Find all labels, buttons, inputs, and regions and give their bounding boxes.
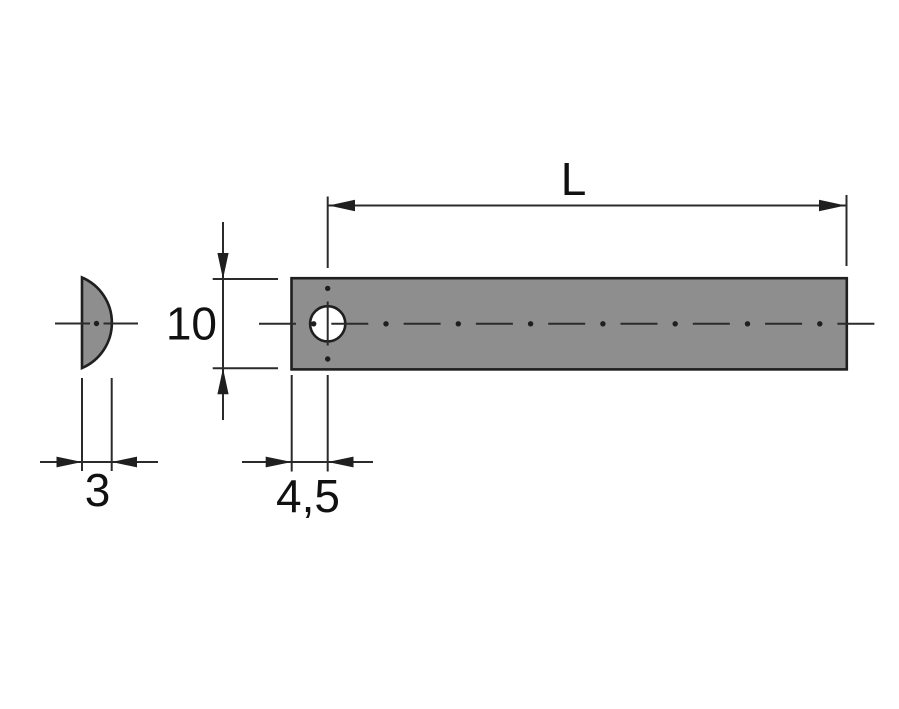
offset-arrow-right-icon	[327, 456, 354, 468]
height-arrow-bottom-icon	[217, 368, 229, 395]
centerline-dot-1	[311, 321, 317, 327]
thickness-arrow-right-icon	[111, 456, 137, 468]
dimension-bar-length: L	[326, 153, 848, 268]
side-view-half-round-profile	[55, 275, 138, 370]
hole-centerline-dot-top	[325, 285, 331, 292]
height-arrow-top-icon	[217, 253, 229, 279]
length-arrow-right-icon	[819, 199, 846, 212]
dimension-profile-thickness: 3	[40, 378, 158, 516]
dimension-hole-offset: 4,5	[242, 375, 373, 522]
thickness-dimension-label: 3	[85, 464, 111, 516]
hole-centerline-dot-bottom	[325, 356, 331, 362]
height-dimension-label: 10	[166, 298, 217, 350]
main-view-bar	[259, 276, 875, 371]
centerline-dot-7	[744, 321, 751, 327]
centerline-dot-4	[527, 321, 534, 327]
dimension-profile-height: 10	[166, 222, 278, 420]
offset-dimension-label: 4,5	[276, 470, 340, 522]
centerline-dot-8	[817, 321, 823, 327]
centerline-dot-6	[672, 321, 678, 327]
side-view-center-dot	[93, 320, 100, 327]
thickness-arrow-left-icon	[56, 456, 82, 468]
centerline-dot-3	[455, 321, 461, 327]
length-dimension-label: L	[561, 153, 587, 205]
offset-arrow-left-icon	[265, 456, 292, 468]
centerline-dot-2	[383, 321, 389, 327]
length-arrow-left-icon	[328, 199, 355, 212]
centerline-dot-5	[600, 321, 606, 327]
